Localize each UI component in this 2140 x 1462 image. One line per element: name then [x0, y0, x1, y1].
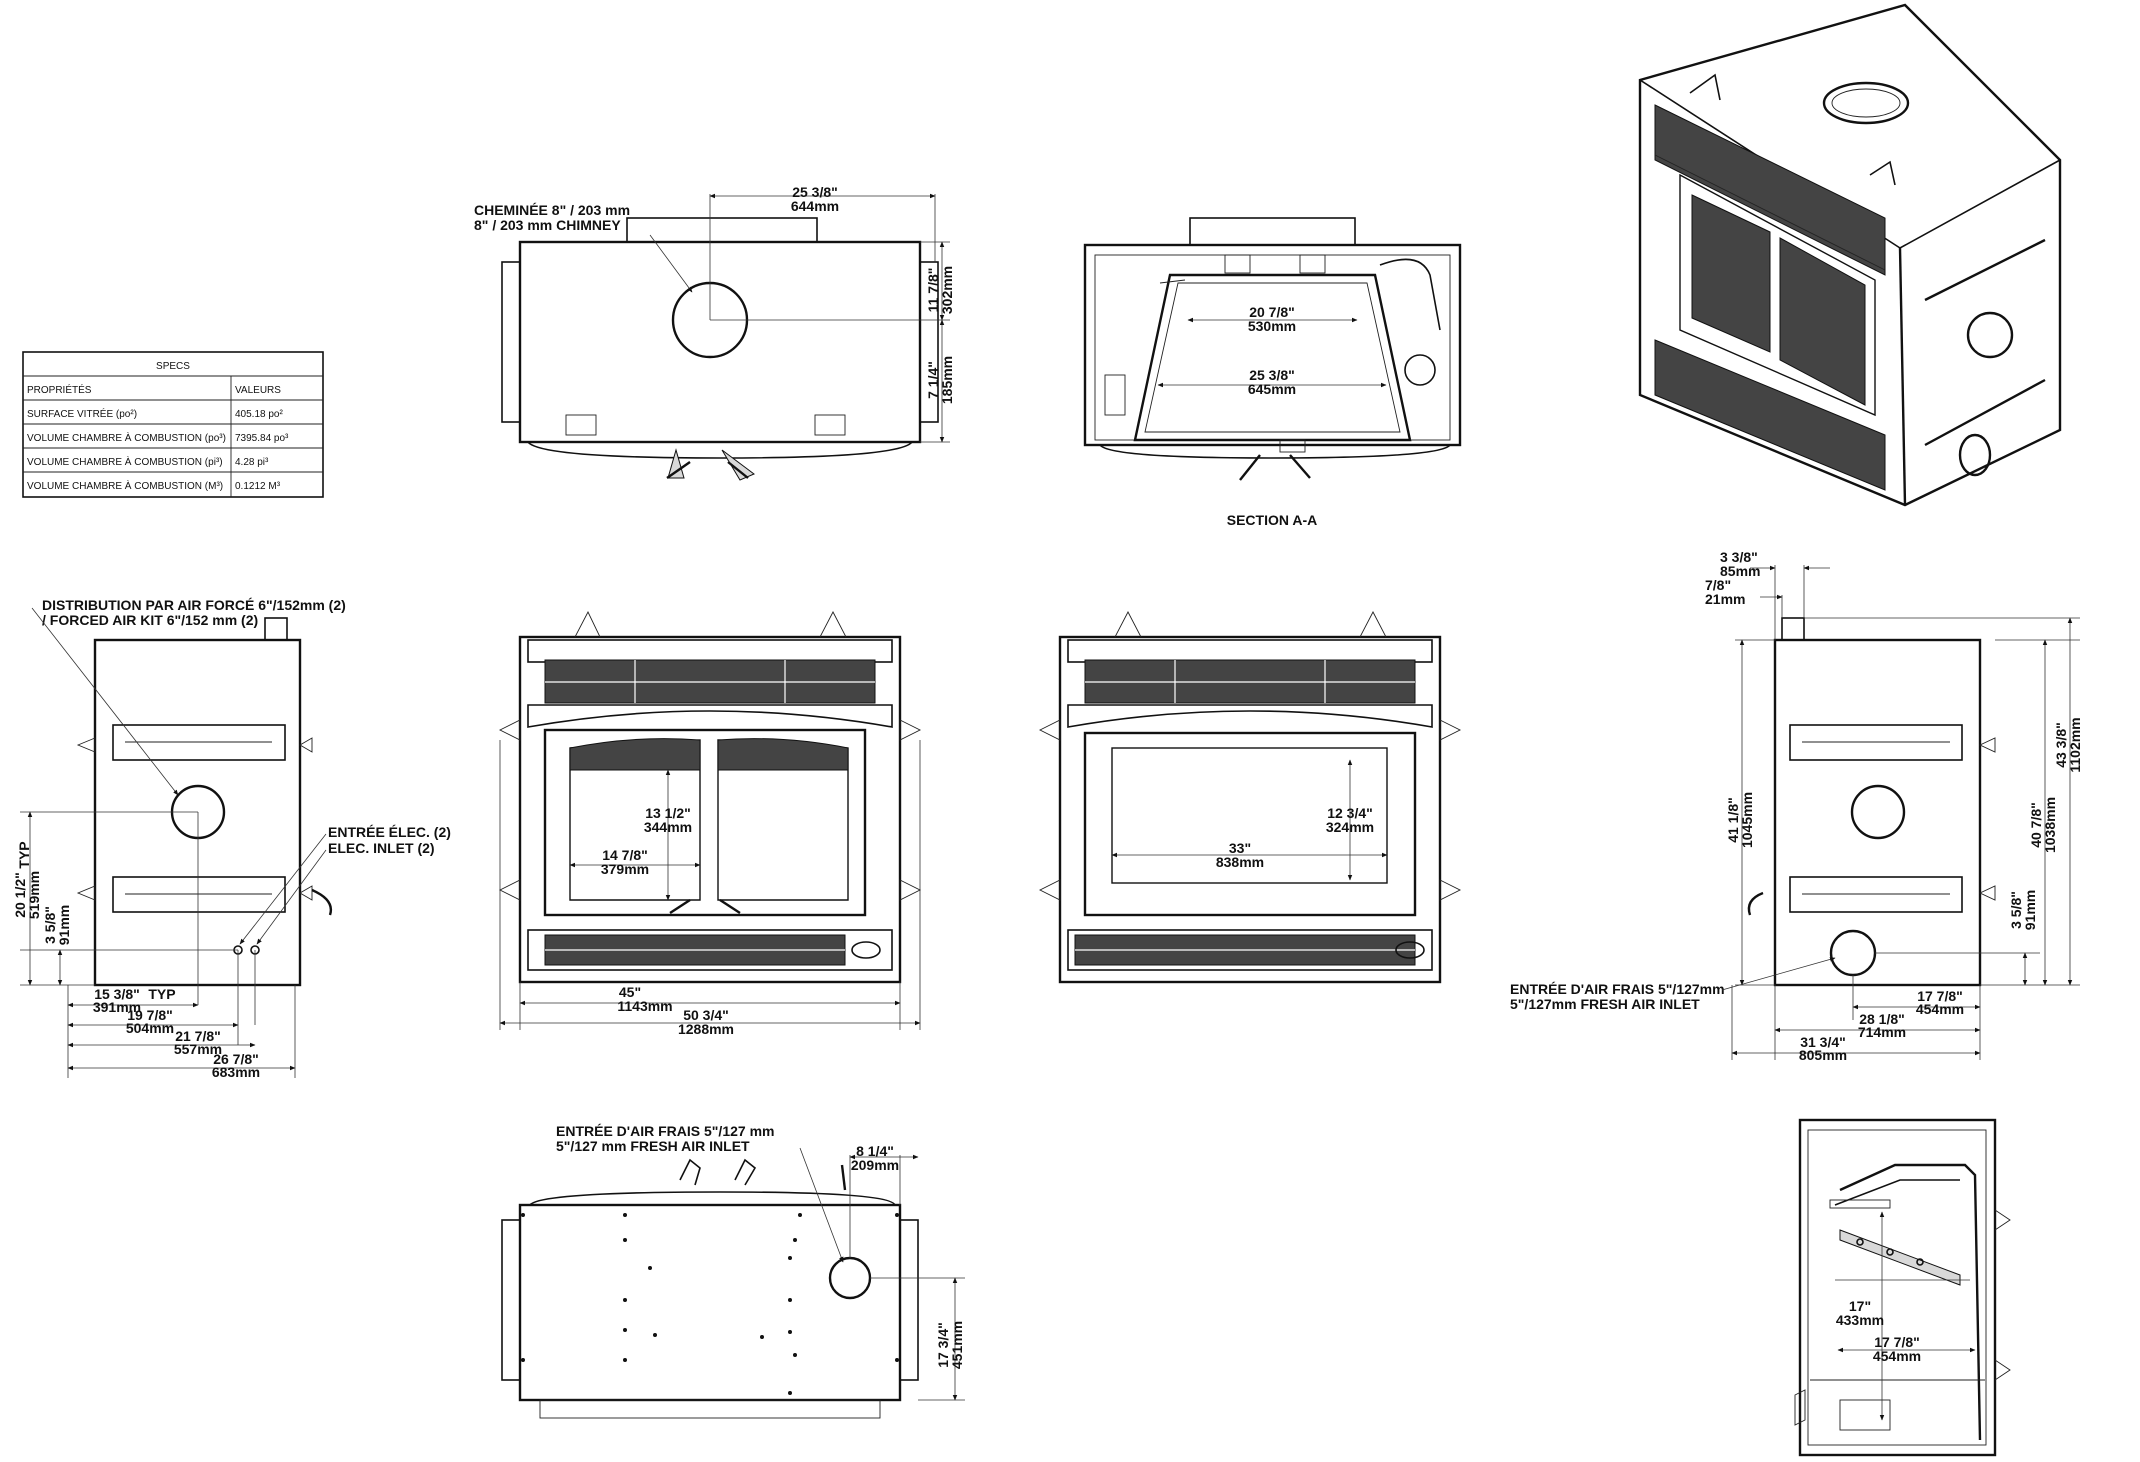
top-depth-b-in: 7 1/4" [925, 361, 941, 399]
right-side-view: 3 3/8" 85mm 7/8" 21mm 41 1/8" 1045mm 43 … [1510, 549, 2083, 1063]
right-height-a-in: 43 3/8" [2053, 722, 2069, 768]
chimney-label-en: 8" / 203 mm CHIMNEY [474, 217, 621, 233]
top-depth-a-mm: 302mm [939, 266, 955, 314]
bottom-dim-a-in: 8 1/4" [856, 1143, 894, 1159]
top-depth-b-mm: 185mm [939, 356, 955, 404]
specs-row-1-value: 7395.84 po³ [235, 433, 289, 444]
bottom-view: ENTRÉE D'AIR FRAIS 5"/127 mm 5"/127 mm F… [501, 1123, 965, 1419]
cutaway-view: 17" 433mm 17 7/8" 454mm [1794, 1118, 2011, 1457]
chimney-label-fr: CHEMINÉE 8" / 203 mm [474, 202, 630, 218]
front1-width-inner-in: 45" [619, 984, 641, 1000]
left-width-c-mm: 557mm [174, 1041, 222, 1057]
front2-glass-w-in: 33" [1229, 840, 1251, 856]
front1-glass-w-mm: 379mm [601, 861, 649, 877]
left-width-a-mm: 391mm [93, 999, 141, 1015]
right-top-b-mm: 21mm [1705, 591, 1745, 607]
top-depth-a-in: 11 7/8" [925, 268, 941, 313]
right-fresh-air-label-en: 5"/127mm FRESH AIR INLET [1510, 996, 1700, 1012]
specs-row-2-value: 4.28 pi³ [235, 457, 269, 468]
specs-row-3-property: VOLUME CHAMBRE À COMBUSTION (M³) [27, 479, 223, 492]
left-height-a-mm: 519mm [26, 871, 42, 919]
top-width-dim-mm: 644mm [791, 198, 839, 214]
cutaway-dim-a-mm: 433mm [1836, 1312, 1884, 1328]
section-bottom-dim-mm: 645mm [1248, 381, 1296, 397]
right-inlet-height-in: 3 5/8" [2008, 891, 2024, 929]
specs-header-property: PROPRIÉTÉS [27, 383, 92, 396]
right-width-a-mm: 454mm [1916, 1001, 1964, 1017]
front1-width-inner-mm: 1143mm [617, 998, 672, 1014]
right-fresh-air-label-fr: ENTRÉE D'AIR FRAIS 5"/127mm [1510, 981, 1725, 997]
right-inlet-height-mm: 91mm [2022, 890, 2038, 930]
right-top-b-in: 7/8" [1705, 577, 1731, 593]
left-width-d-mm: 683mm [212, 1064, 260, 1080]
bottom-dim-a-mm: 209mm [851, 1157, 899, 1173]
cutaway-dim-b-mm: 454mm [1873, 1348, 1921, 1364]
forced-air-label-en: / FORCED AIR KIT 6"/152 mm (2) [42, 612, 258, 628]
section-view: 20 7/8" 530mm 25 3/8" 645mm SECTION A-A [1083, 217, 1462, 528]
bottom-dim-b-mm: 451mm [949, 1321, 965, 1369]
left-width-b-in: 19 7/8" [127, 1007, 173, 1023]
right-height-b-in: 40 7/8" [2028, 802, 2044, 848]
bottom-fresh-air-circle [828, 1256, 872, 1300]
top-view: CHEMINÉE 8" / 203 mm 8" / 203 mm CHIMNEY… [474, 184, 955, 481]
specs-row-3-value: 0.1212 M³ [235, 481, 281, 492]
bottom-fresh-air-label-fr: ENTRÉE D'AIR FRAIS 5"/127 mm [556, 1123, 774, 1139]
top-width-dim-in: 25 3/8" [792, 184, 838, 200]
section-caption: SECTION A-A [1227, 512, 1317, 528]
specs-row-0-value: 405.18 po² [235, 409, 283, 420]
right-width-a-in: 17 7/8" [1917, 988, 1963, 1004]
specs-table: SPECS PROPRIÉTÉS VALEURS SURFACE VITRÉE … [22, 351, 324, 498]
front2-glass-h-mm: 324mm [1326, 819, 1374, 835]
right-height-a-mm: 1102mm [2067, 717, 2083, 772]
right-height-left-in: 41 1/8" [1725, 797, 1741, 843]
right-width-b-in: 28 1/8" [1859, 1011, 1905, 1027]
left-width-b-mm: 504mm [126, 1020, 174, 1036]
left-typ-horizontal: TYP [148, 986, 175, 1002]
specs-header-value: VALEURS [235, 385, 281, 396]
left-width-c-in: 21 7/8" [175, 1028, 221, 1044]
front-view-single-glass: 12 3/4" 324mm 33" 838mm [1038, 611, 1462, 984]
front1-glass-w-in: 14 7/8" [602, 847, 648, 863]
fresh-air-inlet-circle [1829, 929, 1877, 977]
bottom-dim-b-in: 17 3/4" [935, 1322, 951, 1368]
left-typ-vertical: TYP [16, 841, 32, 868]
left-height-b-in: 3 5/8" [42, 906, 58, 944]
cutaway-dim-b-in: 17 7/8" [1874, 1334, 1920, 1350]
specs-title: SPECS [156, 361, 190, 372]
front1-glass-h-mm: 344mm [644, 819, 692, 835]
forced-air-label-fr: DISTRIBUTION PAR AIR FORCÉ 6"/152mm (2) [42, 597, 346, 613]
elec-inlet-label-fr: ENTRÉE ÉLEC. (2) [328, 824, 451, 840]
front2-glass-h-in: 12 3/4" [1327, 805, 1373, 821]
section-top-dim-in: 20 7/8" [1249, 304, 1295, 320]
front1-width-outer-in: 50 3/4" [683, 1007, 729, 1023]
left-width-a-in: 15 3/8" [94, 986, 140, 1002]
bottom-fresh-air-label-en: 5"/127 mm FRESH AIR INLET [556, 1138, 750, 1154]
front-view-doors: 13 1/2" 344mm 14 7/8" 379mm 45" 1143mm 5… [498, 610, 922, 1037]
bottom-rivets [521, 1213, 899, 1395]
right-height-b-mm: 1038mm [2042, 797, 2058, 853]
section-bottom-dim-in: 25 3/8" [1249, 367, 1295, 383]
front1-glass-h-in: 13 1/2" [645, 805, 691, 821]
right-top-a-mm: 85mm [1720, 563, 1760, 579]
left-height-b-mm: 91mm [56, 905, 72, 945]
right-width-c-mm: 805mm [1799, 1047, 1847, 1063]
elec-inlet-label-en: ELEC. INLET (2) [328, 840, 435, 856]
left-height-a-in: 20 1/2" [12, 872, 28, 918]
specs-row-0-property: SURFACE VITRÉE (po²) [27, 407, 137, 420]
cutaway-dim-a-in: 17" [1849, 1298, 1871, 1314]
isometric-view [1638, 3, 2062, 507]
right-width-b-mm: 714mm [1858, 1024, 1906, 1040]
front2-glass-w-mm: 838mm [1216, 854, 1264, 870]
left-width-d-in: 26 7/8" [213, 1051, 259, 1067]
right-top-a-in: 3 3/8" [1720, 549, 1758, 565]
left-side-view: DISTRIBUTION PAR AIR FORCÉ 6"/152mm (2) … [12, 597, 451, 1080]
right-height-left-mm: 1045mm [1739, 792, 1755, 848]
specs-row-2-property: VOLUME CHAMBRE À COMBUSTION (pi³) [27, 455, 223, 468]
specs-row-1-property: VOLUME CHAMBRE À COMBUSTION (po³) [27, 431, 226, 444]
section-top-dim-mm: 530mm [1248, 318, 1296, 334]
right-width-c-in: 31 3/4" [1800, 1034, 1846, 1050]
front1-width-outer-mm: 1288mm [678, 1021, 734, 1037]
